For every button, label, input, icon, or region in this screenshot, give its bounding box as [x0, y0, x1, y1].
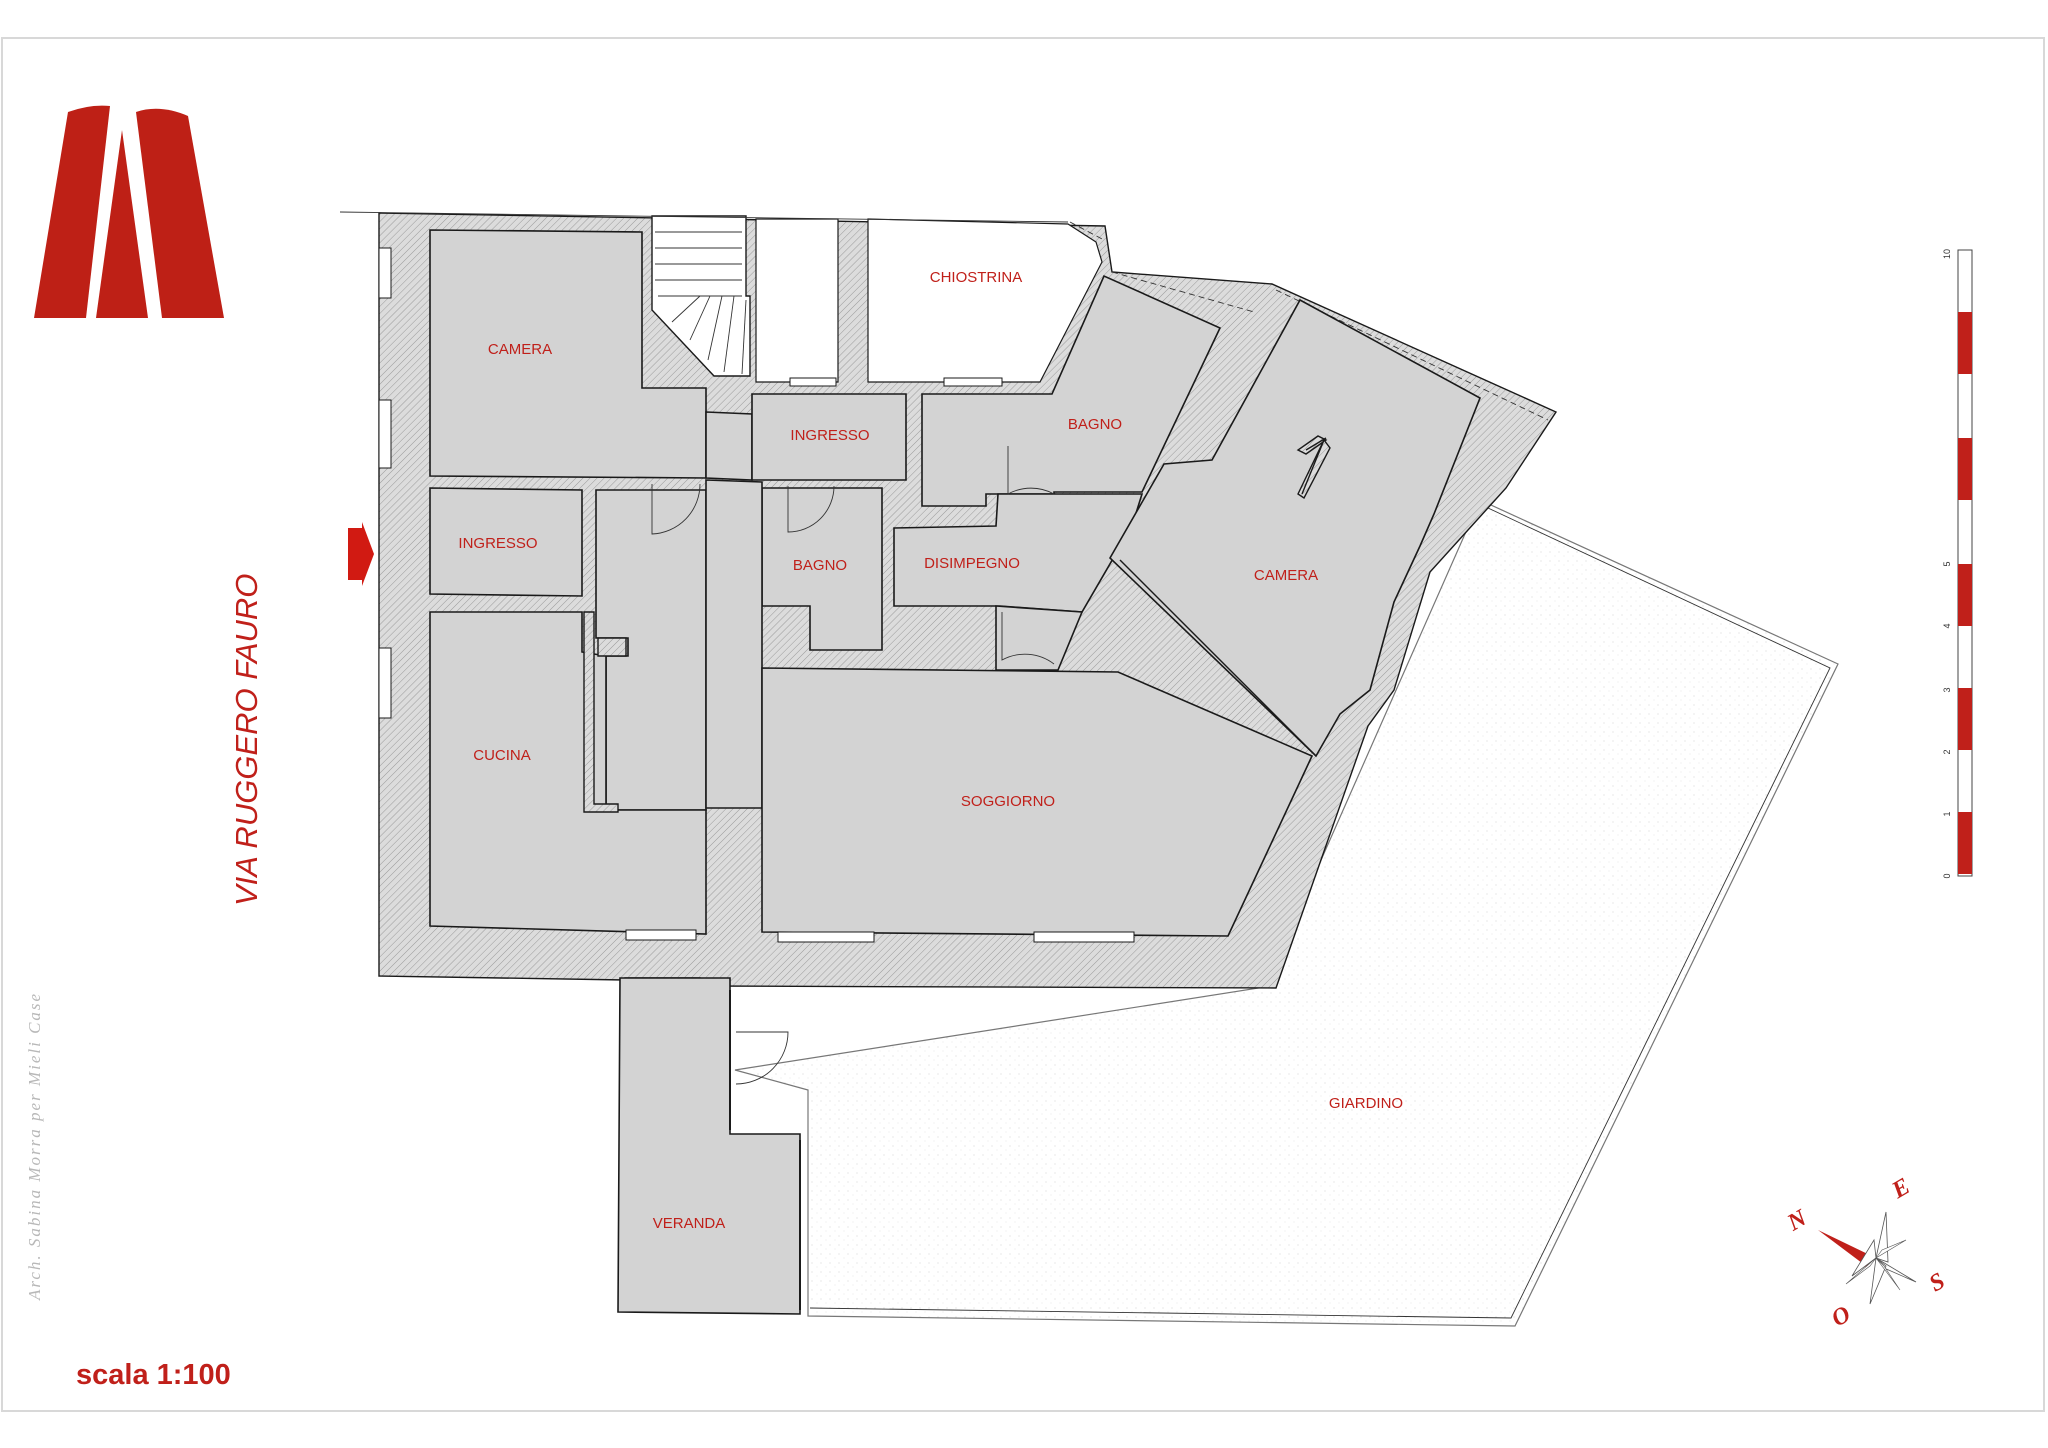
scale-tick-3: 3 — [1942, 687, 1952, 692]
hall-south[interactable] — [995, 605, 1084, 671]
entrance-arrow-west — [348, 522, 374, 586]
room-ingresso-north[interactable] — [751, 393, 907, 481]
label-camera-nw: CAMERA — [488, 341, 552, 358]
room-veranda[interactable] — [617, 977, 801, 1315]
compass-east: E — [1887, 1173, 1915, 1204]
label-disimpegno: DISIMPEGNO — [924, 555, 1020, 572]
compass-west: O — [1827, 1301, 1855, 1332]
compass-north: N — [1782, 1204, 1812, 1237]
room-soggiorno[interactable] — [761, 667, 1314, 937]
courtyard-passage — [755, 218, 839, 383]
label-soggiorno: SOGGIORNO — [961, 793, 1055, 810]
label-bagno-ne: BAGNO — [1068, 416, 1122, 433]
link-corridor[interactable] — [705, 411, 753, 481]
interior-partitions — [583, 435, 1331, 813]
brand-logo — [34, 105, 224, 318]
label-ingresso-west: INGRESSO — [458, 535, 537, 552]
room-bagno-ne[interactable] — [921, 274, 1222, 507]
label-bagno-center: BAGNO — [793, 557, 847, 574]
label-cucina: CUCINA — [473, 747, 531, 764]
scale-tick-4: 4 — [1942, 623, 1952, 628]
corridor-center[interactable] — [705, 479, 763, 809]
scale-tick-2: 2 — [1942, 749, 1952, 754]
scale-tick-10: 10 — [1942, 249, 1952, 259]
room-ingresso-west[interactable] — [429, 487, 583, 597]
label-giardino: GIARDINO — [1329, 1095, 1403, 1112]
room-camera-nw[interactable] — [429, 229, 707, 479]
compass-south: S — [1925, 1268, 1950, 1297]
sheet-border — [1, 37, 2045, 1412]
windows — [378, 247, 1135, 1310]
stairwell — [651, 215, 751, 377]
scale-bar: 0 1 2 3 4 5 10 — [1942, 249, 1973, 879]
garden-area — [734, 499, 1839, 1327]
label-veranda: VERANDA — [653, 1215, 726, 1232]
label-camera-east: CAMERA — [1254, 567, 1318, 584]
door-swings — [651, 446, 1055, 1085]
label-ingresso-north: INGRESSO — [790, 427, 869, 444]
street-name: VIA RUGGERO FAURO — [229, 574, 264, 906]
scale-label: scala 1:100 — [76, 1359, 231, 1391]
label-chiostrina: CHIOSTRINA — [930, 269, 1023, 286]
architect-credit: Arch. Sabina Morra per Mieli Case — [25, 992, 44, 1301]
compass-rose: N E S O — [1782, 1173, 1949, 1332]
scale-tick-1: 1 — [1942, 811, 1952, 816]
chiostrina-area — [867, 218, 1103, 383]
scale-tick-0: 0 — [1942, 873, 1952, 878]
scale-tick-5: 5 — [1942, 561, 1952, 566]
